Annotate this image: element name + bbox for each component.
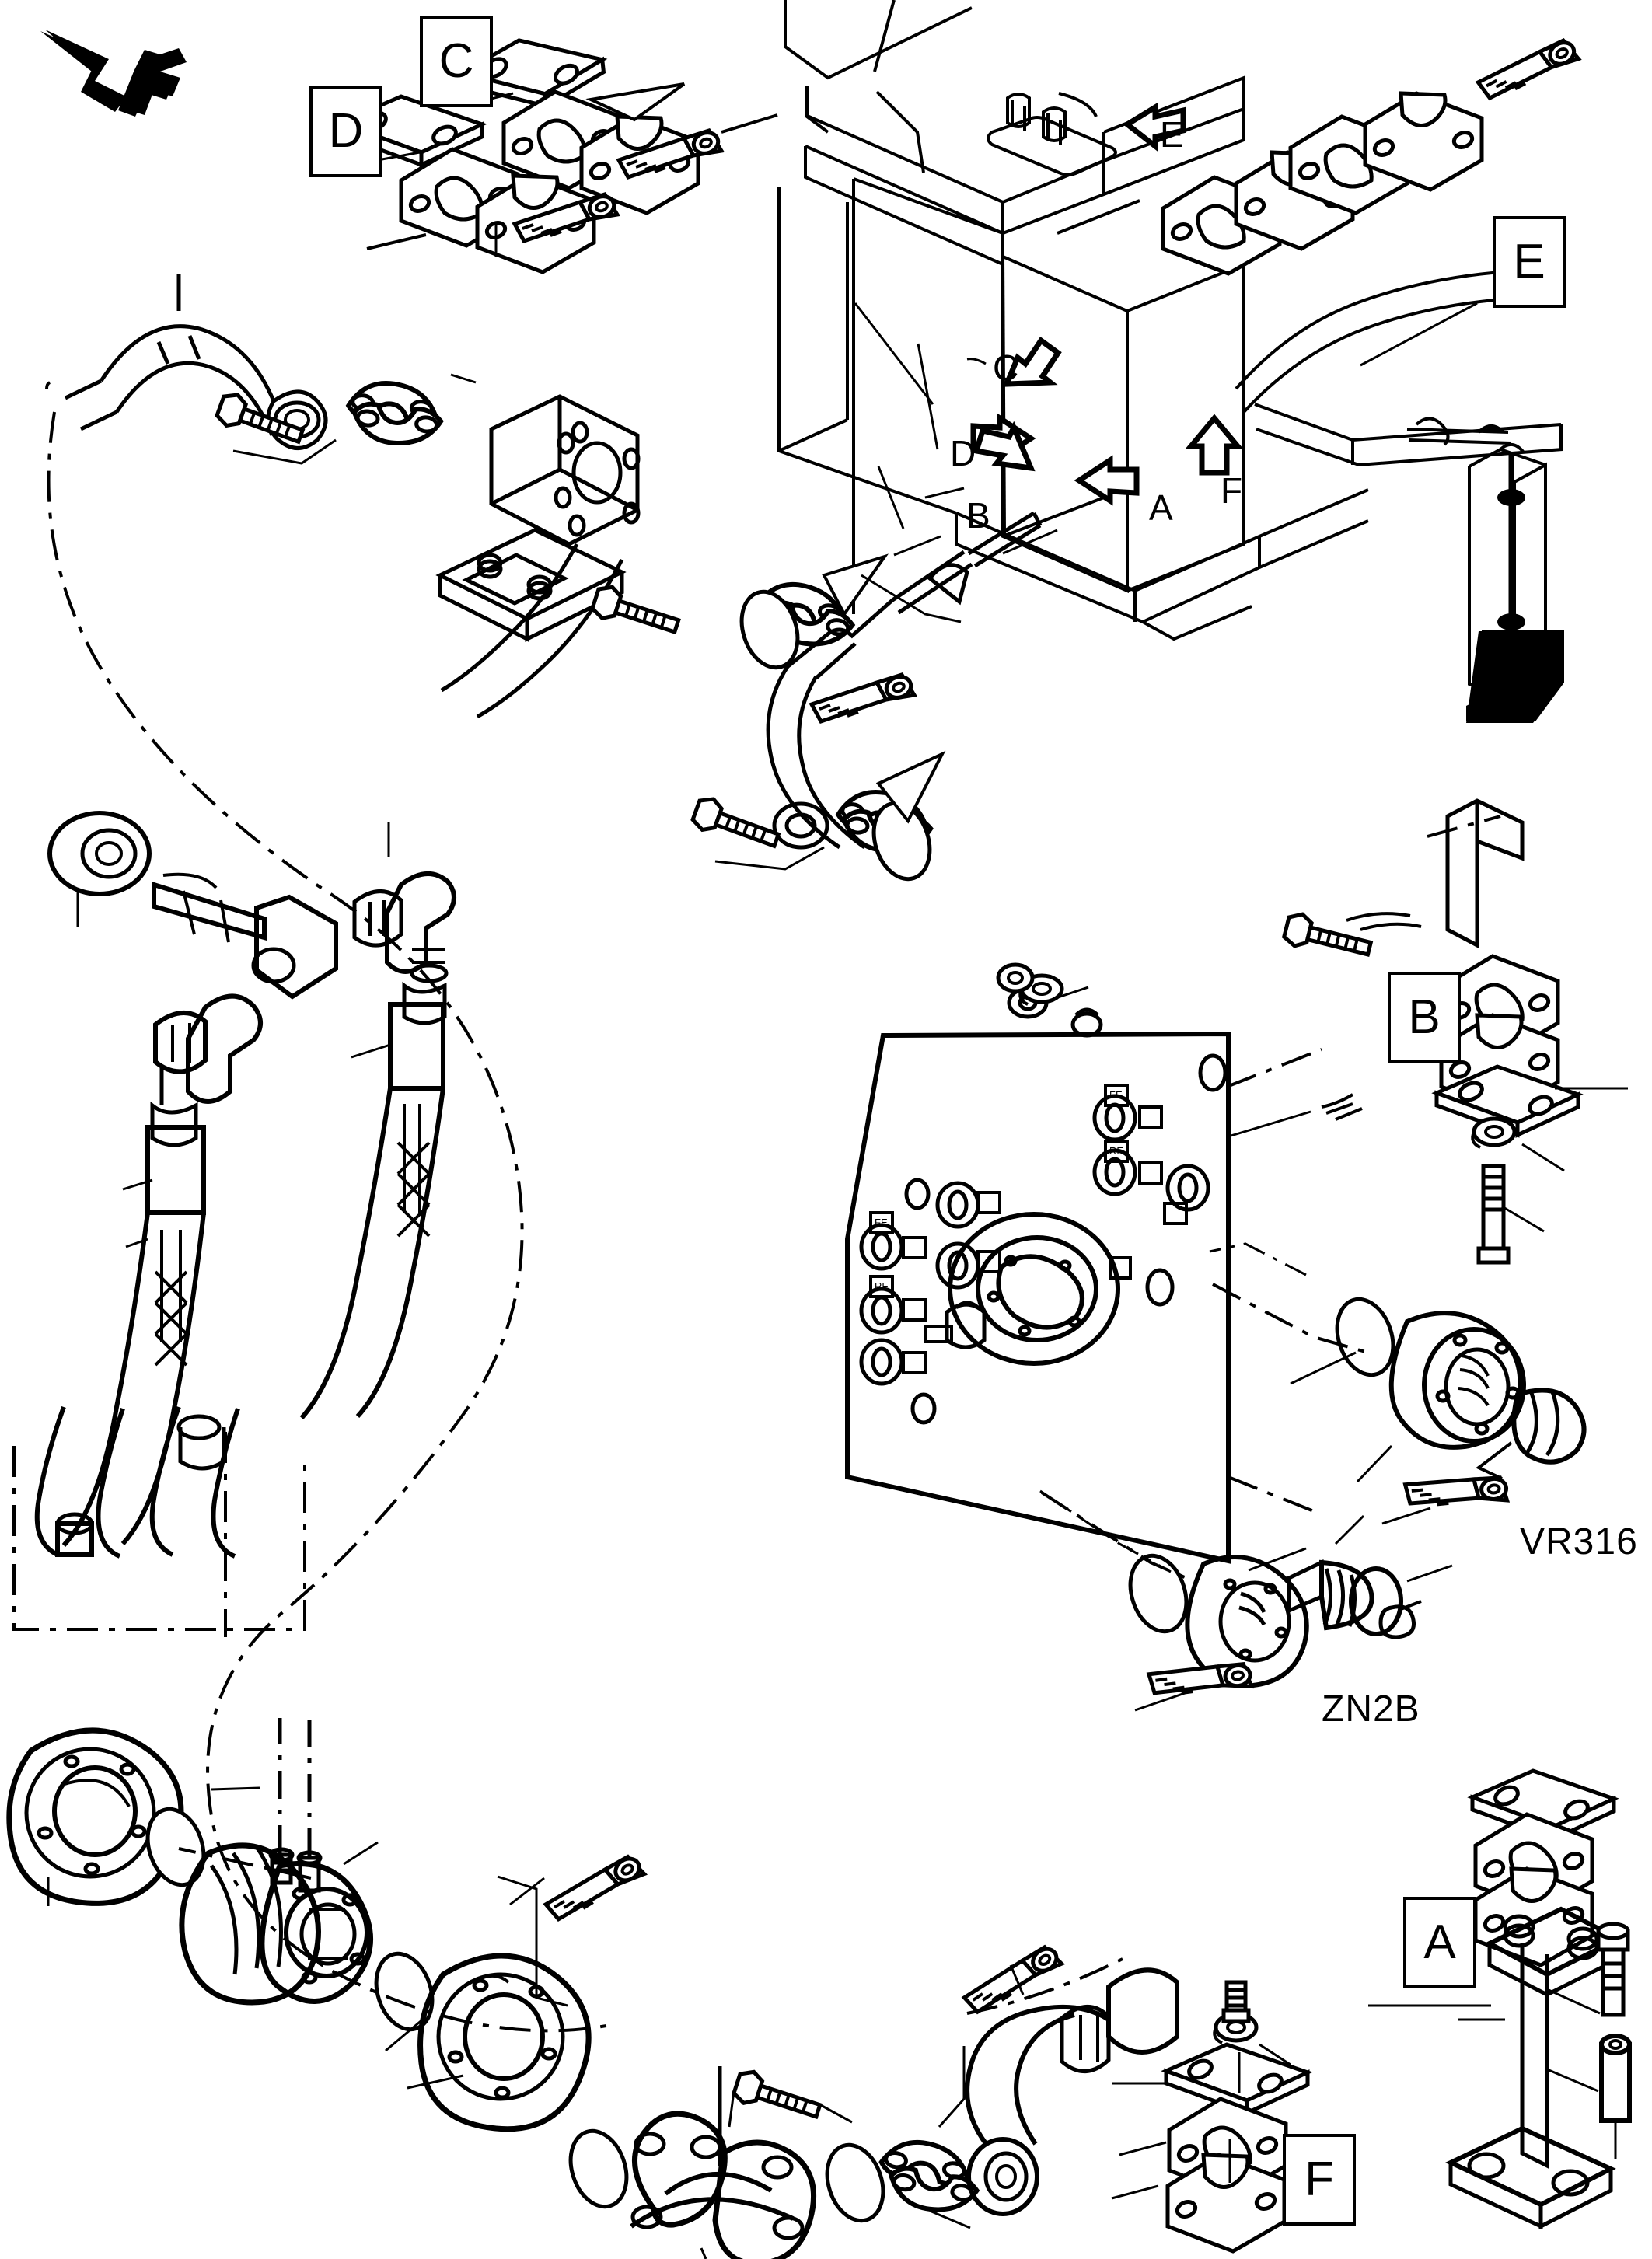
upper-right-pipe-group [690,511,1058,886]
section-box-f-label: F [1304,2153,1334,2206]
assembly-centerlines [12,381,1501,2033]
view-callout-letter-d: D [950,433,976,473]
bottom-center-flange-group [497,1853,1179,2259]
section-box-e[interactable]: E [1493,216,1566,308]
section-box-a-label: A [1423,1915,1456,1969]
view-callout-letter-f: F [1221,470,1243,511]
callout-leader-lines [854,302,987,499]
section-box-e-label: E [1513,235,1545,288]
clamp-group-a [1368,1771,1632,2230]
motor-assembly-right [1209,1242,1587,1526]
orientation-letter-f-icon [118,48,187,117]
callout-arrow-a-icon [1074,455,1140,506]
mid-flange-assembly [590,535,962,721]
view-callout-letter-c: C [993,347,1019,388]
section-box-d[interactable]: D [309,86,382,177]
clamp-group-e [1057,37,1582,274]
section-box-b[interactable]: B [1388,972,1461,1063]
view-callout-letter-b: B [966,495,990,536]
section-box-a[interactable]: A [1403,1897,1476,1988]
section-box-c[interactable]: C [420,16,493,107]
part-code-vr316: VR316 [1520,1521,1638,1562]
part-code-zn2b: ZN2B [1322,1688,1420,1730]
zn2b-valve-assembly [1039,1489,1453,1713]
panel-port-tag-re-right: RE [1109,1145,1124,1157]
section-box-f[interactable]: F [1283,2134,1356,2226]
bottom-left-motor-assembly [6,1715,592,2132]
section-box-c-label: C [438,34,474,88]
panel-port-tag-re-left: RE [875,1280,889,1292]
callout-arrow-e-icon [1122,102,1186,152]
left-hose-fitting-group [34,811,456,1559]
clamp-group-d [341,96,617,272]
callout-arrow-b-icon [973,421,1036,472]
section-box-b-label: B [1408,990,1441,1044]
machine-frame-outline [777,0,1563,723]
clamp-group-f [1111,1980,1505,2251]
leader-lines [377,92,1478,1934]
upper-left-hose-assembly [64,222,641,719]
view-callout-letter-e: E [1160,114,1184,155]
panel-port-tag-fe-left: FE [875,1217,888,1228]
frame-black-wedge-icon [1466,630,1564,721]
view-callout-letter-a: A [1149,487,1173,528]
valve-panel [845,1031,1363,1564]
panel-port-tag-fe-right: FE [1109,1089,1123,1101]
callout-arrow-c-icon [1002,337,1062,387]
section-box-d-label: D [328,104,364,158]
callout-arrow-f-icon [1185,414,1244,476]
orientation-arrow-icon [40,30,126,112]
clamp-group-b [996,798,1628,1265]
clamp-group-c [459,32,778,213]
